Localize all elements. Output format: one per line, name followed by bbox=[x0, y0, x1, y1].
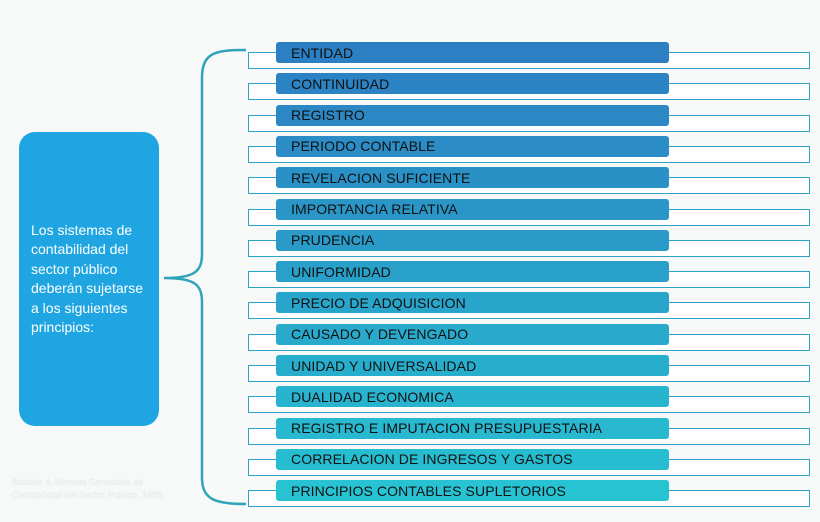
source-footnote: Artículo 4, Normas Generales de Contabil… bbox=[12, 477, 165, 500]
principle-item: UNIFORMIDAD bbox=[276, 261, 669, 283]
principle-item: CORRELACION DE INGRESOS Y GASTOS bbox=[276, 448, 669, 470]
intro-text: Los sistemas de contabilidad del sector … bbox=[31, 221, 144, 336]
principle-item: REGISTRO E IMPUTACION PRESUPUESTARIA bbox=[276, 417, 669, 439]
principle-item: ENTIDAD bbox=[276, 42, 669, 63]
intro-box: Los sistemas de contabilidad del sector … bbox=[19, 132, 159, 426]
principle-item: PERIODO CONTABLE bbox=[276, 135, 669, 157]
principle-item: IMPORTANCIA RELATIVA bbox=[276, 198, 669, 220]
principle-item: UNIDAD Y UNIVERSALIDAD bbox=[276, 355, 669, 376]
principle-item: REGISTRO bbox=[276, 104, 669, 126]
principle-item: REVELACION SUFICIENTE bbox=[276, 167, 669, 189]
principle-item: DUALIDAD ECONOMICA bbox=[276, 386, 669, 408]
principle-item: PRUDENCIA bbox=[276, 229, 669, 251]
principle-item: CAUSADO Y DEVENGADO bbox=[276, 323, 669, 345]
curly-brace bbox=[163, 48, 247, 506]
principle-item: CONTINUIDAD bbox=[276, 73, 669, 95]
principle-item: PRINCIPIOS CONTABLES SUPLETORIOS bbox=[276, 480, 669, 502]
principle-item: PRECIO DE ADQUISICION bbox=[276, 292, 669, 314]
curly-brace-path bbox=[163, 48, 247, 506]
